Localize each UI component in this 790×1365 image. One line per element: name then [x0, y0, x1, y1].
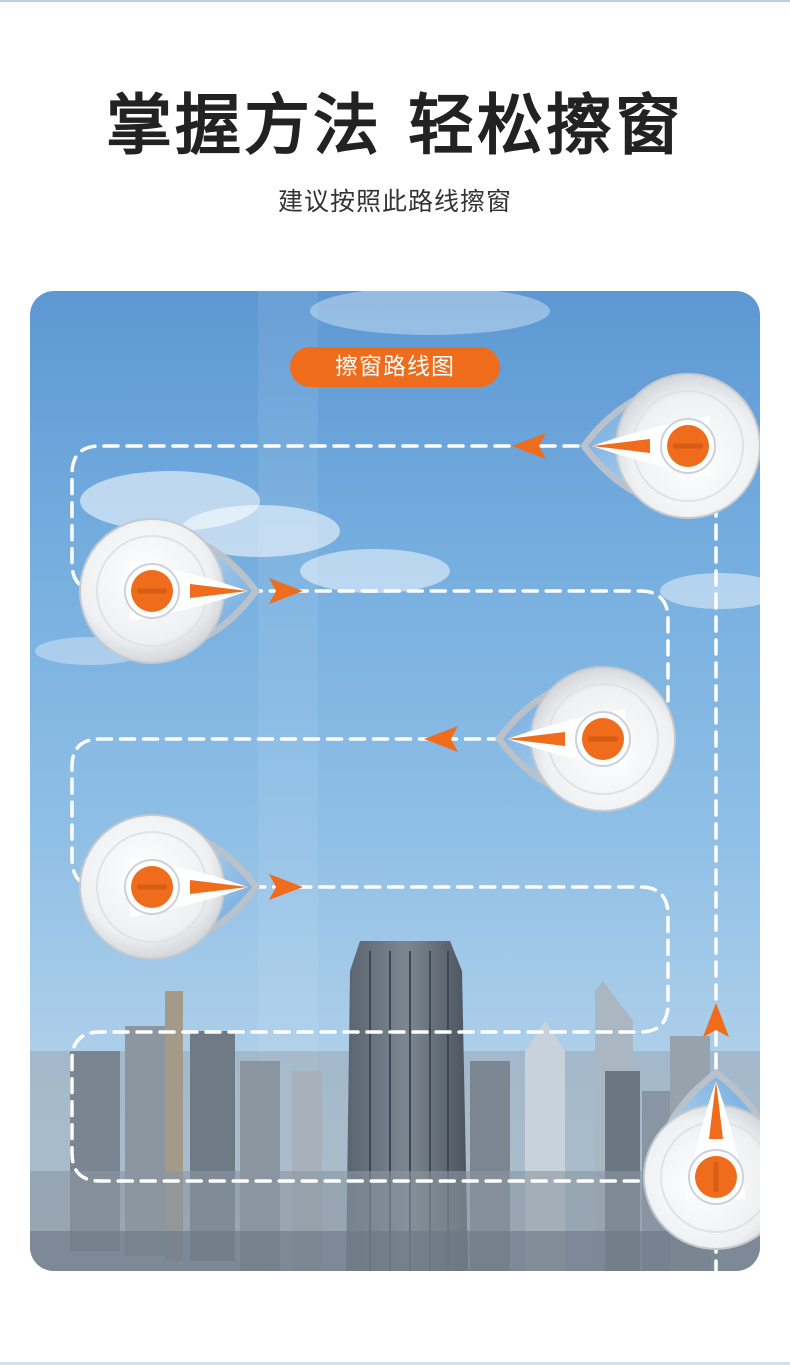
window-robot-icon: [494, 666, 676, 812]
route-badge: 擦窗路线图: [290, 347, 500, 387]
window-robot-icon: [579, 373, 760, 519]
page-subtitle: 建议按照此路线擦窗: [277, 187, 512, 216]
route-illustration: 擦窗路线图: [30, 291, 760, 1271]
page-title: 掌握方法 轻松擦窗: [106, 87, 684, 164]
bottom-divider: [0, 1362, 790, 1365]
top-divider: [0, 0, 790, 2]
route-scene: [30, 291, 760, 1271]
city-skyline: [30, 941, 760, 1271]
window-robot-icon: [79, 814, 261, 960]
